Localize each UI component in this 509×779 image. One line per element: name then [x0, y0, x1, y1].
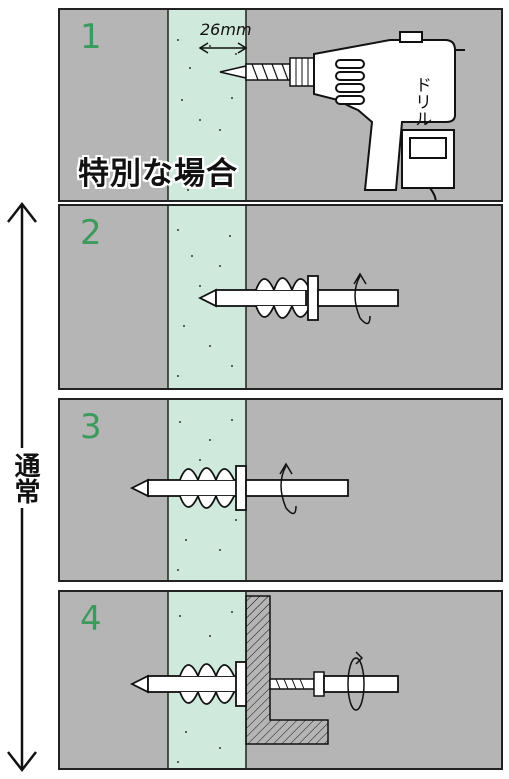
step-3-panel: 3: [58, 398, 503, 582]
anchor-screw-icon: [197, 275, 319, 321]
condition-label: 特別な場合: [78, 156, 238, 192]
step-number: 4: [80, 599, 102, 639]
step-1-scene: [167, 10, 465, 200]
step-4-panel: 4: [58, 590, 503, 770]
step-2-panel: 2: [58, 204, 503, 390]
anchor-screw-icon: [129, 661, 247, 707]
screwdriver-icon: [245, 479, 349, 497]
step-1-panel: 1 26mm ドリル 特別な場合: [58, 8, 503, 202]
step-4-scene: [129, 592, 399, 768]
drill-icon: [313, 31, 465, 200]
rotation-arrow-icon: [347, 651, 365, 711]
anchor-screw-icon: [129, 465, 247, 511]
dimension-label: 26mm: [200, 20, 252, 39]
screwdriver-icon: [323, 675, 399, 693]
step-2-scene: [167, 206, 399, 388]
drill-label: ドリル: [411, 76, 431, 127]
rotation-arrow-icon: [279, 462, 297, 515]
screwdriver-icon: [317, 289, 399, 307]
step-number: 3: [80, 407, 102, 447]
dimension-arrow-icon: [198, 42, 248, 54]
bracket-icon: [245, 595, 329, 745]
step-3-scene: [129, 400, 349, 580]
step-number: 1: [80, 17, 102, 57]
rotation-arrow-icon: [353, 272, 371, 325]
normal-label: 通常: [4, 448, 40, 508]
step-number: 2: [80, 213, 102, 253]
drill-bit-icon: [219, 63, 291, 81]
